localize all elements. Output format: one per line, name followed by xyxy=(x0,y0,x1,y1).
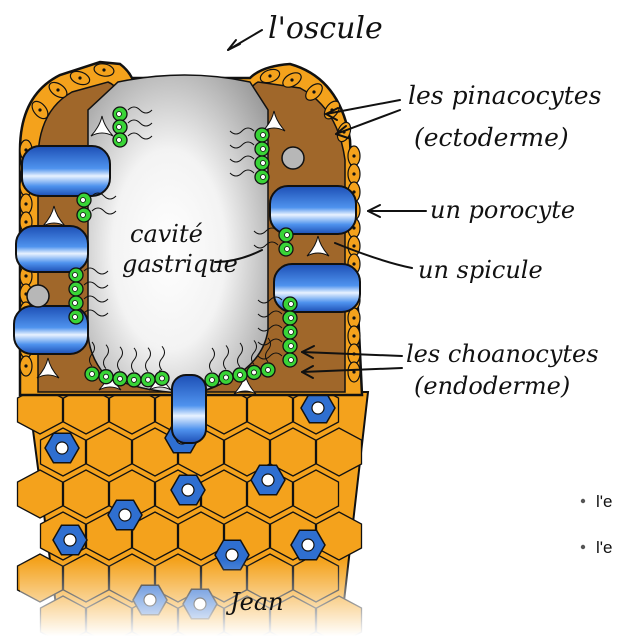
bullet-item: l'e xyxy=(596,538,612,557)
choanocyte-nucleus xyxy=(238,372,243,377)
base-pore-opening xyxy=(64,534,76,546)
pinacocyte-nucleus xyxy=(24,220,27,223)
base-pore-opening xyxy=(56,442,68,454)
choanocyte-nucleus xyxy=(289,358,294,363)
choanocyte-nucleus xyxy=(266,367,271,372)
base-pore-opening xyxy=(262,474,274,486)
pinacocyte-nucleus xyxy=(352,316,355,319)
amoebocyte xyxy=(282,147,304,169)
choanocyte-nucleus xyxy=(289,330,294,335)
choanocyte-nucleus xyxy=(261,161,266,166)
choanocyte-nucleus xyxy=(132,377,137,382)
pinacocyte-nucleus xyxy=(24,364,27,367)
pinacocyte-nucleus xyxy=(352,172,355,175)
choanocyte-nucleus xyxy=(285,233,290,238)
pinacocyte-nucleus xyxy=(352,334,355,337)
pinacocyte-nucleus xyxy=(352,154,355,157)
base-pore-opening xyxy=(312,402,324,414)
amoebocyte xyxy=(27,285,49,307)
label-ectoderme: (ectoderme) xyxy=(414,123,569,152)
choanocyte-nucleus xyxy=(73,287,78,292)
pinacocyte-nucleus xyxy=(352,262,355,265)
choanocyte-nucleus xyxy=(289,344,294,349)
porocyte-cell xyxy=(22,146,110,196)
base-pore-opening xyxy=(119,509,131,521)
pinacocyte-nucleus xyxy=(38,108,41,111)
label-pinacocytes: les pinacocytes xyxy=(408,81,601,110)
bullet-dot xyxy=(581,545,585,549)
base-pore-opening xyxy=(182,484,194,496)
choanocyte-nucleus xyxy=(146,377,151,382)
label-choanocytes: les choanocytes xyxy=(406,340,599,368)
pinacocyte-nucleus xyxy=(290,78,293,81)
choanocyte-nucleus xyxy=(224,375,229,380)
base-pore-opening xyxy=(302,539,314,551)
pinacocyte-nucleus xyxy=(102,68,105,71)
choanocyte-nucleus xyxy=(73,315,78,320)
pinacocyte-nucleus xyxy=(312,90,315,93)
label-porocyte: un porocyte xyxy=(430,196,575,224)
choanocyte-nucleus xyxy=(73,301,78,306)
choanocyte-nucleus xyxy=(261,133,266,138)
choanocyte-nucleus xyxy=(160,376,165,381)
choanocyte-nucleus xyxy=(81,213,86,218)
porocyte-cell xyxy=(16,226,88,272)
pinacocyte-nucleus xyxy=(352,244,355,247)
choanocyte-nucleus xyxy=(285,247,290,252)
choanocyte-nucleus xyxy=(289,302,294,307)
pinacocyte-nucleus xyxy=(56,88,59,91)
porocyte-cell xyxy=(172,375,206,443)
choanocyte-nucleus xyxy=(261,175,266,180)
choanocyte-nucleus xyxy=(117,125,122,130)
choanocyte-nucleus xyxy=(210,378,215,383)
choanocyte-nucleus xyxy=(117,138,122,143)
oscule-arrowhead xyxy=(228,40,240,50)
pinacocyte-nucleus xyxy=(78,76,81,79)
signature: Jean xyxy=(225,588,284,616)
pinacocyte-nucleus xyxy=(268,74,271,77)
choanocyte-nucleus xyxy=(252,370,257,375)
bullet-item: l'e xyxy=(596,492,612,511)
choanocyte-nucleus xyxy=(117,112,122,117)
bullet-dot xyxy=(581,499,585,503)
choanocyte-nucleus xyxy=(118,376,123,381)
choanocyte-nucleus xyxy=(289,316,294,321)
choanocyte-nucleus xyxy=(104,374,109,379)
pinacocyte-nucleus xyxy=(24,202,27,205)
label-cavite: cavité xyxy=(130,220,203,248)
choanocyte-nucleus xyxy=(81,198,86,203)
porocyte-cell xyxy=(270,186,356,234)
label-endoderme: (endoderme) xyxy=(414,372,570,400)
choanocyte-nucleus xyxy=(261,147,266,152)
choanocyte-nucleus xyxy=(90,372,95,377)
base-pore-opening xyxy=(226,549,238,561)
bullet-list: l'e l'e xyxy=(581,492,613,557)
label-oscule: l'oscule xyxy=(268,11,383,46)
label-spicule: un spicule xyxy=(418,256,543,284)
choanocyte-nucleus xyxy=(73,273,78,278)
label-gastrique: gastrique xyxy=(122,250,238,278)
pinacocyte-nucleus xyxy=(24,274,27,277)
